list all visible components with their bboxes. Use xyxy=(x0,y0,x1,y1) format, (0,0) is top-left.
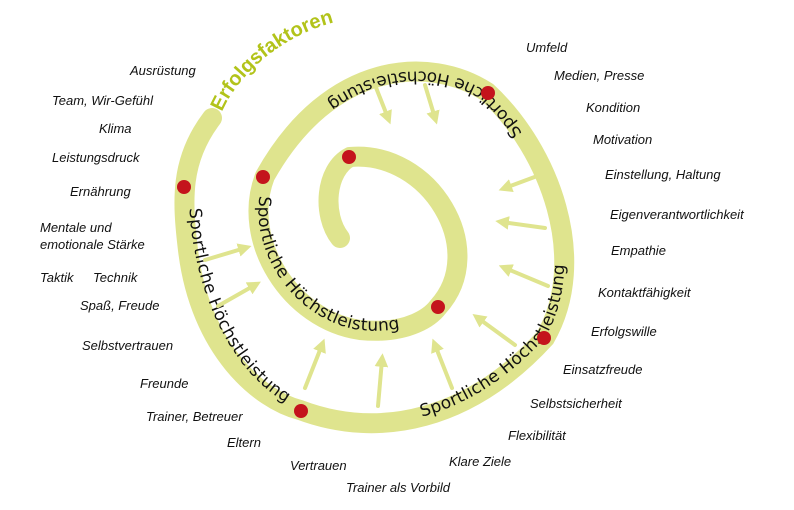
dot xyxy=(177,180,191,194)
factor-label: Team, Wir-Gefühl xyxy=(52,93,154,108)
arrow xyxy=(495,216,547,230)
arrow xyxy=(472,313,517,347)
dot xyxy=(537,331,551,345)
factor-label: Technik xyxy=(93,270,139,285)
factor-label: Vertrauen xyxy=(290,458,347,473)
factor-label: Einsatzfreude xyxy=(563,362,643,377)
factor-label: emotionale Stärke xyxy=(40,237,145,252)
factor-label: Flexibilität xyxy=(508,428,567,443)
factors-bottom: Vertrauen Trainer als Vorbild Klare Ziel… xyxy=(290,428,567,495)
factor-label: Selbstvertrauen xyxy=(82,338,173,353)
factor-label: Kondition xyxy=(586,100,640,115)
factor-label: Umfeld xyxy=(526,40,568,55)
spiral-band xyxy=(174,61,575,434)
arrow xyxy=(423,83,440,125)
dots xyxy=(177,86,551,418)
dot xyxy=(481,86,495,100)
arrow xyxy=(203,243,252,262)
factor-label: Freunde xyxy=(140,376,188,391)
arrow xyxy=(431,338,454,390)
factor-label: Eigenverantwortlichkeit xyxy=(610,207,745,222)
arrow xyxy=(373,83,392,125)
factor-label: Ausrüstung xyxy=(129,63,197,78)
factor-label: Taktik xyxy=(40,270,75,285)
diagram-title: Erfolgsfaktoren xyxy=(207,6,336,114)
arrows xyxy=(203,83,550,408)
factor-label: Klare Ziele xyxy=(449,454,511,469)
factor-label: Spaß, Freude xyxy=(80,298,160,313)
factors-left: Ausrüstung Team, Wir-Gefühl Klima Leistu… xyxy=(40,63,261,450)
dot xyxy=(342,150,356,164)
factor-label: Trainer als Vorbild xyxy=(346,480,451,495)
factor-label: Selbstsicherheit xyxy=(530,396,623,411)
dot xyxy=(256,170,270,184)
factor-label: Ernährung xyxy=(70,184,131,199)
factor-label: Leistungsdruck xyxy=(52,150,141,165)
factor-label: Erfolgswille xyxy=(591,324,657,339)
dot xyxy=(294,404,308,418)
factor-label: Klima xyxy=(99,121,132,136)
factors-right: Umfeld Medien, Presse Kondition Motivati… xyxy=(526,40,745,411)
factor-label: Einstellung, Haltung xyxy=(605,167,721,182)
factor-label: Eltern xyxy=(227,435,261,450)
arrow xyxy=(303,338,326,390)
arrow xyxy=(498,264,550,288)
factor-label: Mentale und xyxy=(40,220,112,235)
dot xyxy=(431,300,445,314)
factor-label: Kontaktfähigkeit xyxy=(598,285,692,300)
arrow xyxy=(216,281,261,308)
arrow xyxy=(374,353,389,408)
factor-label: Medien, Presse xyxy=(554,68,644,83)
factor-label: Trainer, Betreuer xyxy=(146,409,243,424)
factor-label: Empathie xyxy=(611,243,666,258)
factor-label: Motivation xyxy=(593,132,652,147)
arrow xyxy=(498,170,550,193)
